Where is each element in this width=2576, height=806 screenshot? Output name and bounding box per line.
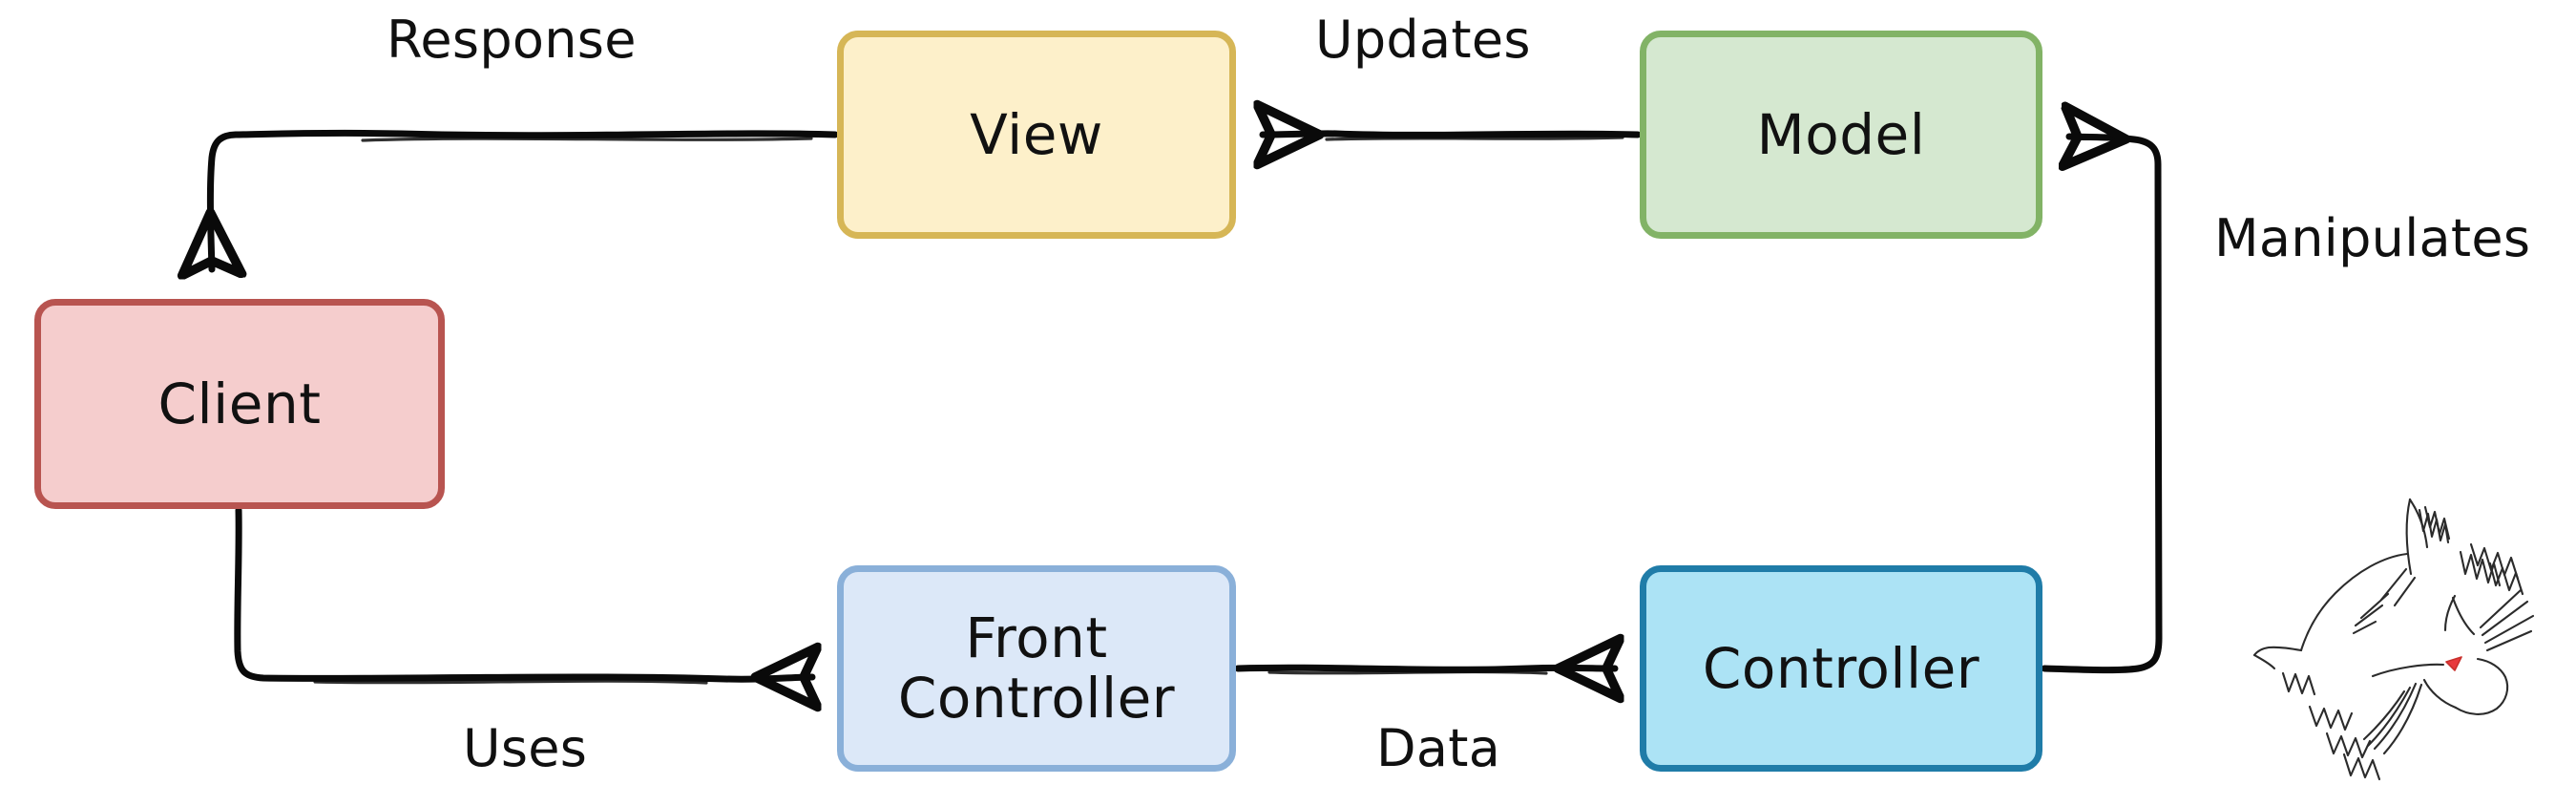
node-view[interactable]: View — [837, 31, 1236, 239]
node-client-label: Client — [157, 371, 322, 436]
node-view-label: View — [970, 101, 1103, 167]
edge-label-response: Response — [387, 10, 637, 70]
node-model[interactable]: Model — [1640, 31, 2042, 239]
edge-uses — [234, 506, 812, 683]
node-controller-label: Controller — [1702, 635, 1980, 701]
edge-response — [210, 129, 839, 269]
edge-updates — [1263, 134, 1642, 139]
edge-label-uses: Uses — [463, 718, 588, 778]
node-model-label: Model — [1756, 101, 1926, 167]
node-front-controller-label: Front Controller — [897, 605, 1176, 731]
node-client[interactable]: Client — [34, 299, 445, 509]
cat-head-sketch — [2252, 498, 2535, 781]
edge-data — [1234, 668, 1615, 673]
edge-label-manipulates: Manipulates — [2214, 208, 2531, 268]
edge-label-data: Data — [1376, 718, 1501, 778]
edge-manipulates — [2041, 137, 2163, 674]
node-front-controller[interactable]: Front Controller — [837, 565, 1236, 772]
node-controller[interactable]: Controller — [1640, 565, 2042, 772]
edge-label-updates: Updates — [1315, 10, 1531, 70]
